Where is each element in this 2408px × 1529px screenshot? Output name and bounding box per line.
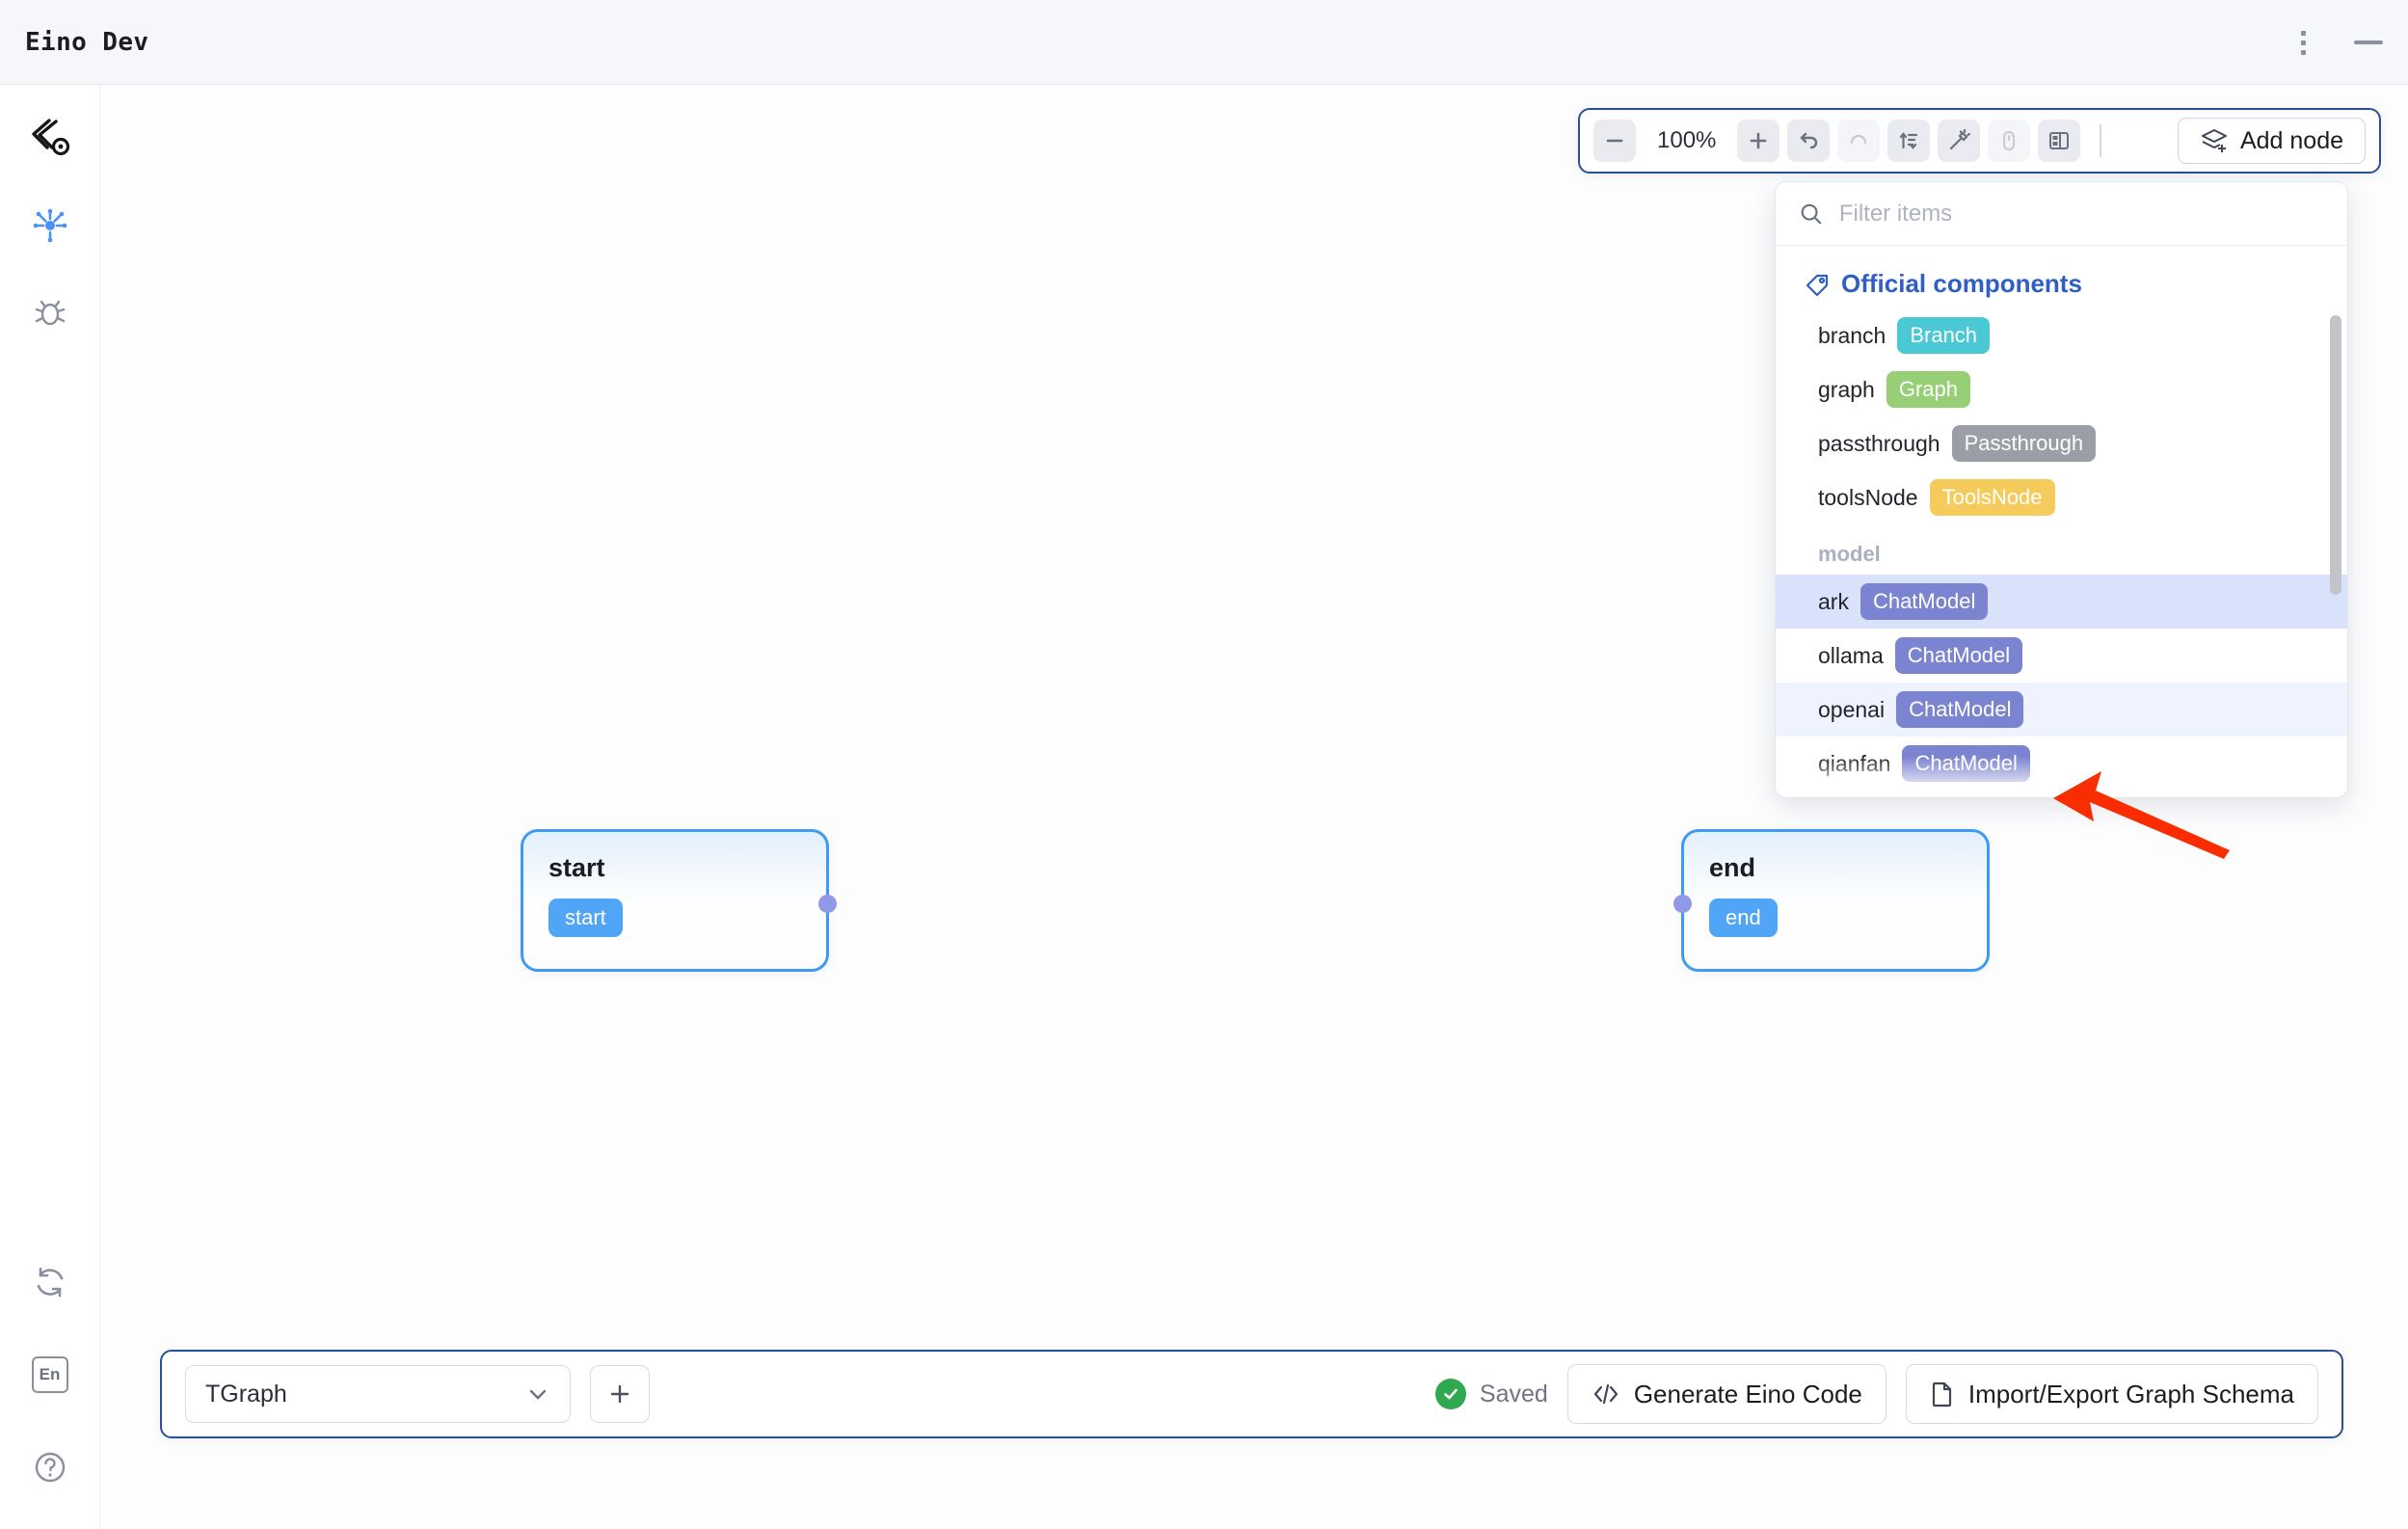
left-rail: En	[0, 85, 100, 1529]
component-item-name: toolsNode	[1818, 484, 1918, 510]
component-item-passthrough[interactable]: passthrough Passthrough	[1776, 416, 2347, 470]
tag-icon	[1806, 274, 1829, 296]
component-type-badge: Graph	[1886, 371, 1970, 408]
magic-wand-icon[interactable]	[1938, 120, 1981, 162]
node-badge: start	[548, 899, 623, 937]
component-item-ark[interactable]: ark ChatModel	[1776, 575, 2347, 629]
component-type-badge: ChatModel	[1894, 637, 2023, 674]
component-item-name: openai	[1818, 696, 1886, 722]
sort-layout-icon[interactable]	[1887, 120, 1931, 162]
node-input-port[interactable]	[1673, 895, 1692, 913]
component-item-name: branch	[1818, 322, 1886, 348]
component-item-qwen[interactable]: qwenChatModel	[1776, 791, 2347, 797]
check-circle-icon	[1434, 1379, 1466, 1409]
node-title: start	[548, 853, 605, 882]
node-badge: end	[1709, 899, 1778, 937]
section-header-label: Official components	[1841, 269, 2082, 298]
generate-code-label: Generate Eino Code	[1633, 1379, 1862, 1408]
component-item-name: qianfan	[1818, 750, 1891, 776]
minimize-icon[interactable]	[2346, 33, 2385, 52]
language-icon[interactable]: En	[23, 1348, 77, 1402]
canvas-toolbar: 100%	[1578, 108, 2381, 174]
component-item-name: ollama	[1818, 642, 1884, 668]
eino-logo-icon[interactable]	[23, 112, 77, 166]
window-controls	[2293, 0, 2385, 85]
component-item-name: passthrough	[1818, 430, 1940, 456]
components-panel: Official components branch Branch graph Gra…	[1775, 181, 2348, 798]
component-item-branch[interactable]: branch Branch	[1776, 308, 2347, 362]
component-item-openai[interactable]: openai ChatModel	[1776, 683, 2347, 737]
workflow-canvas[interactable]: start start end end	[100, 85, 2408, 1529]
panel-item-list: Official components branch Branch graph Gra…	[1776, 246, 2347, 797]
generate-eino-code-button[interactable]: Generate Eino Code	[1566, 1364, 1886, 1424]
language-label: En	[31, 1356, 68, 1393]
layout-panels-icon[interactable]	[2038, 120, 2081, 162]
component-type-badge: Branch	[1897, 317, 1991, 354]
component-type-badge: ChatModel	[1902, 745, 2030, 782]
graph-select-value: TGraph	[205, 1380, 287, 1408]
toolbar-divider	[2100, 124, 2102, 157]
file-document-icon	[1932, 1381, 1951, 1408]
component-type-badge: ChatModel	[1896, 691, 2024, 728]
app-title: Eino Dev	[25, 27, 149, 57]
component-item-qianfan[interactable]: qianfan ChatModel	[1776, 737, 2347, 791]
zoom-out-button[interactable]	[1593, 120, 1636, 162]
help-circle-icon[interactable]	[23, 1440, 77, 1494]
mouse-pointer-icon[interactable]	[1988, 120, 2031, 162]
node-start[interactable]: start start	[521, 829, 837, 972]
component-type-badge: Passthrough	[1951, 425, 2097, 462]
undo-icon[interactable]	[1787, 120, 1831, 162]
sidebar-item-debug[interactable]	[23, 285, 77, 339]
sidebar-item-graph[interactable]	[23, 199, 77, 253]
panel-scrollbar[interactable]	[2330, 257, 2341, 788]
panel-scrollbar-thumb[interactable]	[2330, 315, 2341, 595]
component-item-toolsNode[interactable]: toolsNode ToolsNode	[1776, 470, 2347, 524]
add-node-button[interactable]: Add node	[2177, 118, 2366, 164]
group-header-model: model	[1818, 542, 1881, 566]
sync-refresh-icon[interactable]	[23, 1255, 77, 1309]
component-type-badge: ChatModel	[1860, 583, 1989, 620]
zoom-level-label[interactable]: 100%	[1657, 127, 1717, 153]
node-title: end	[1709, 853, 1756, 882]
search-icon	[1801, 203, 1822, 224]
component-item-name: graph	[1818, 376, 1875, 402]
import-export-schema-button[interactable]: Import/Export Graph Schema	[1905, 1364, 2318, 1424]
save-status-label: Saved	[1479, 1380, 1548, 1408]
redo-icon[interactable]	[1837, 120, 1881, 162]
bottom-bar: TGraph Saved Generate Eino Code Import/E…	[160, 1350, 2343, 1438]
filter-items-input[interactable]	[1838, 200, 2324, 228]
component-item-graph[interactable]: graph Graph	[1776, 362, 2347, 416]
component-item-name: ark	[1818, 588, 1849, 614]
kebab-menu-icon[interactable]	[2293, 23, 2314, 63]
add-node-label: Add node	[2239, 126, 2343, 154]
zoom-in-button[interactable]	[1737, 120, 1780, 162]
node-end[interactable]: end end	[1673, 829, 1990, 972]
panel-rows-container: branch Branch graph Graph passthrough Passthr…	[1776, 308, 2347, 797]
panel-search-row	[1776, 182, 2347, 246]
title-bar: Eino Dev	[0, 0, 2408, 85]
import-export-label: Import/Export Graph Schema	[1967, 1379, 2294, 1408]
component-item-ollama[interactable]: ollama ChatModel	[1776, 629, 2347, 683]
node-output-port[interactable]	[818, 895, 837, 913]
section-header-official: Official components	[1776, 254, 2347, 308]
chevron-down-icon	[529, 1389, 547, 1400]
rail-bottom-group: En	[23, 1217, 77, 1529]
graph-select[interactable]: TGraph	[185, 1365, 571, 1423]
save-status: Saved	[1434, 1379, 1548, 1409]
code-brackets-icon	[1593, 1383, 1618, 1405]
add-graph-button[interactable]	[590, 1365, 650, 1423]
component-type-badge: ToolsNode	[1929, 479, 2055, 516]
